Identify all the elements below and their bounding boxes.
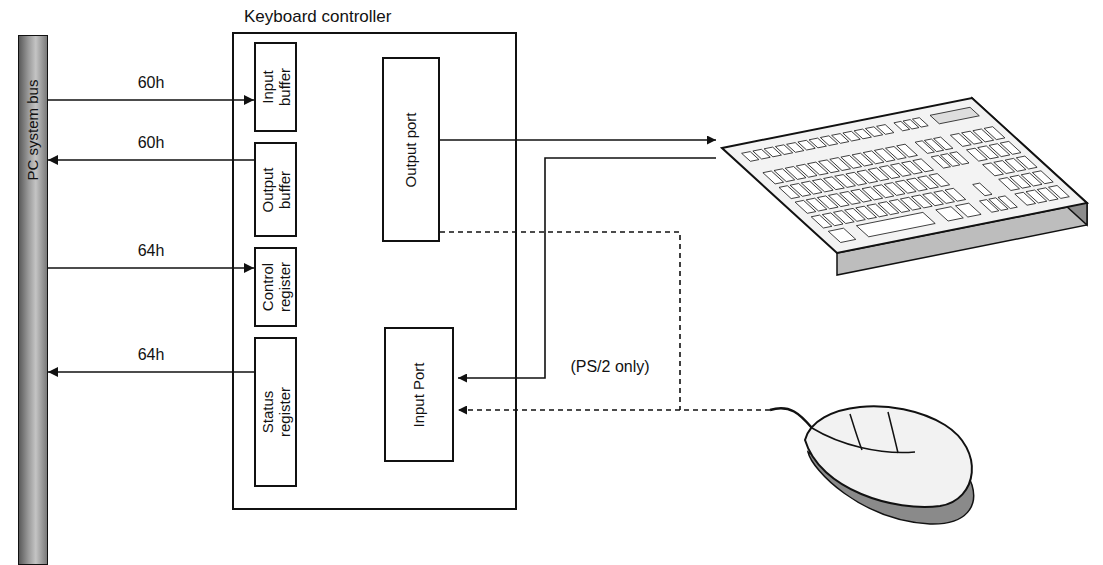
port-address: 60h [135, 134, 168, 152]
register-box: Status register [254, 337, 297, 487]
keyboard-illustration [722, 98, 1087, 275]
key [945, 188, 966, 201]
bus-arrow [48, 159, 254, 161]
key [929, 174, 950, 187]
port-address: 64h [135, 346, 168, 364]
key [973, 183, 992, 196]
key [1032, 171, 1053, 184]
port-box: Input Port [384, 327, 454, 462]
mouse-body [805, 406, 972, 507]
buffer-box: Input buffer [254, 42, 297, 132]
key [956, 203, 982, 217]
mouse-illustration [770, 406, 974, 524]
register-box: Control register [254, 247, 297, 327]
controller-box: Keyboard controllerInput bufferOutput bu… [232, 32, 517, 510]
mouse-button-split [850, 414, 862, 450]
key [913, 159, 934, 172]
box-label: Control register [259, 255, 292, 319]
key [912, 118, 928, 127]
mouse-button-split [888, 412, 898, 453]
key [950, 152, 969, 165]
box-label: Output port [403, 90, 420, 210]
port-address: 64h [135, 242, 168, 260]
key [897, 144, 918, 157]
key [877, 125, 894, 135]
box-label: PC system bus [25, 50, 42, 210]
keyboard-input-wire [458, 158, 716, 378]
key [856, 212, 935, 236]
mouse-output-wire [440, 232, 680, 410]
mouse-input-wire [458, 409, 770, 411]
port-address: 60h [135, 74, 168, 92]
box-heading: Keyboard controller [244, 7, 391, 27]
bus-arrow [48, 267, 254, 269]
box-label: Output buffer [259, 155, 292, 225]
box-label: Input Port [411, 340, 428, 450]
buffer-box: Output buffer [254, 142, 297, 237]
box-label: Input buffer [259, 52, 292, 122]
keyboard-output-wire [440, 139, 716, 141]
key [1016, 156, 1037, 169]
key [984, 127, 1005, 140]
system-bus-bar: PC system bus [18, 35, 48, 565]
mouse-cable [770, 408, 812, 428]
bus-arrow [48, 371, 254, 373]
box-label: Status register [259, 377, 292, 447]
status-lights [930, 107, 979, 124]
key [828, 228, 856, 242]
key [1000, 141, 1021, 154]
port-box: Output port [382, 57, 440, 242]
key [1049, 186, 1070, 199]
key [998, 196, 1017, 209]
note-label: (PS/2 only) [567, 358, 652, 376]
keyboard-top [722, 98, 1087, 253]
bus-arrow [48, 99, 254, 101]
mouse-button-line [812, 428, 915, 453]
key [934, 137, 953, 150]
